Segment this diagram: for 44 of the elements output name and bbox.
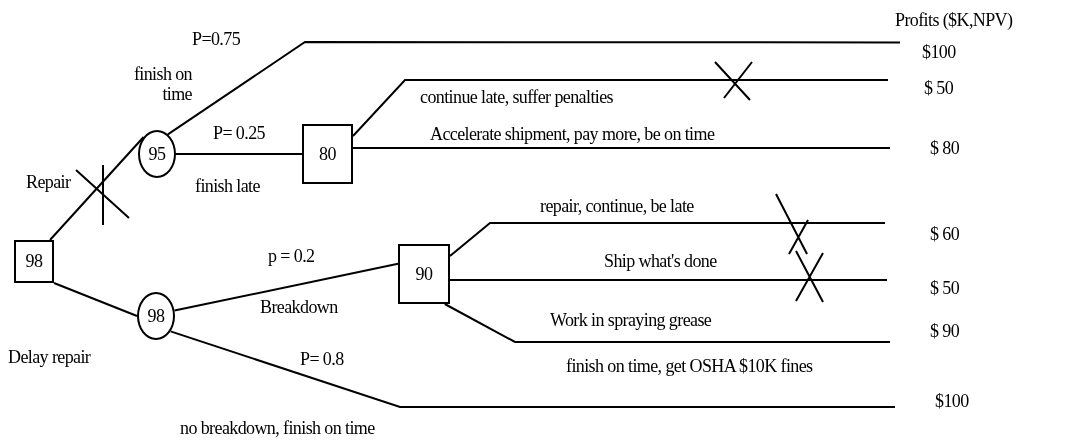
branch-line: [352, 147, 891, 149]
expected-value: 98: [147, 305, 165, 327]
payoff-value: $ 80: [930, 137, 960, 159]
probability-label: P=0.75: [192, 29, 241, 49]
payoff-value: $100: [922, 41, 956, 63]
chance-node-circle: [137, 292, 175, 340]
chance-node-circle: [138, 130, 176, 178]
expected-value: 95: [148, 143, 166, 165]
decision-value: 98: [25, 251, 43, 272]
outcome-note: finish on time, get OSHA $10K fines: [566, 356, 813, 376]
branch-line: [166, 41, 901, 136]
edge-label: Delay repair: [8, 347, 91, 367]
edge-label: Breakdown: [260, 297, 338, 317]
probability-label: P= 0.8: [300, 349, 344, 369]
decision-box: [398, 244, 450, 304]
branch-line: [449, 222, 886, 257]
edge-label: Repair: [26, 172, 71, 192]
branch-line: [173, 262, 399, 312]
edge-label: Ship what's done: [604, 251, 717, 271]
decision-value: 90: [415, 263, 433, 285]
payoff-value: $ 60: [930, 223, 960, 245]
edge-label: no breakdown, finish on time: [180, 418, 375, 438]
probability-label: P= 0.25: [213, 123, 265, 143]
probability-label: p = 0.2: [268, 246, 315, 266]
payoff-value: $ 50: [930, 277, 960, 299]
branch-line: [443, 303, 891, 343]
edge-label: continue late, suffer penalties: [420, 87, 613, 107]
decision-box: [302, 124, 353, 184]
branch-line: [352, 79, 889, 137]
branch-line: [449, 279, 888, 282]
decision-value: 80: [319, 143, 336, 165]
payoff-value: $ 90: [930, 320, 960, 342]
edge-label: Work in spraying grease: [550, 310, 712, 330]
column-heading: Profits ($K,NPV): [895, 10, 1013, 30]
edge-label: Accelerate shipment, pay more, be on time: [430, 124, 715, 144]
payoff-value: $100: [935, 390, 969, 412]
edge-label: repair, continue, be late: [540, 196, 694, 216]
edge-label: finish on time: [132, 64, 192, 104]
edge-label: finish late: [195, 176, 260, 196]
payoff-value: $ 50: [924, 77, 954, 99]
branch-line: [169, 330, 896, 408]
branch-line: [53, 282, 138, 317]
decision-box: [14, 240, 54, 283]
branch-line: [175, 153, 303, 155]
